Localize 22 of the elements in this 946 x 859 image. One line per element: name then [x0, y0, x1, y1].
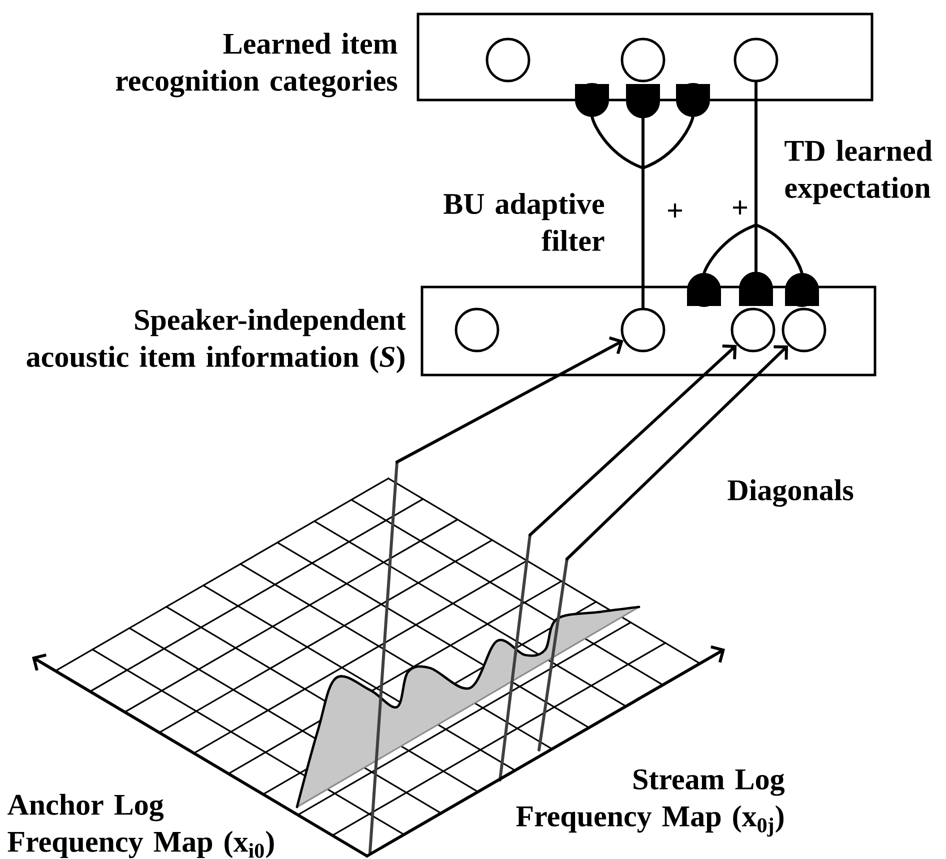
plus-sign: +: [733, 200, 747, 214]
arrow: [566, 345, 788, 560]
node-circle: [620, 38, 666, 82]
node-circle: [782, 308, 826, 352]
node-circle: [730, 308, 776, 352]
arrow: [396, 336, 624, 464]
layer-box: Speaker-independent acoustic item information (S): [26, 286, 876, 376]
edge-label: BU adaptive filter: [444, 192, 604, 252]
text-label: Diagonals: [728, 479, 854, 507]
node-circle: [486, 38, 530, 82]
node-circle: [734, 38, 778, 82]
plus-sign: +: [668, 204, 682, 218]
node-label: Speaker-independent acoustic item information (S): [26, 308, 406, 374]
edge-label: TD learned expectation: [784, 140, 932, 204]
text-label: Anchor Log Frequency Map (x$_{i0}$): [8, 794, 274, 858]
text-label: Stream Log Frequency Map (x$_{0j}$): [516, 769, 784, 837]
node-label: Learned item recognition categories: [116, 32, 398, 98]
arrow: [528, 344, 737, 536]
synapse-pathway: [687, 80, 819, 307]
node-circle: [454, 308, 500, 352]
layer-box: Learned item recognition categories: [116, 12, 874, 102]
node-circle: [620, 308, 666, 352]
